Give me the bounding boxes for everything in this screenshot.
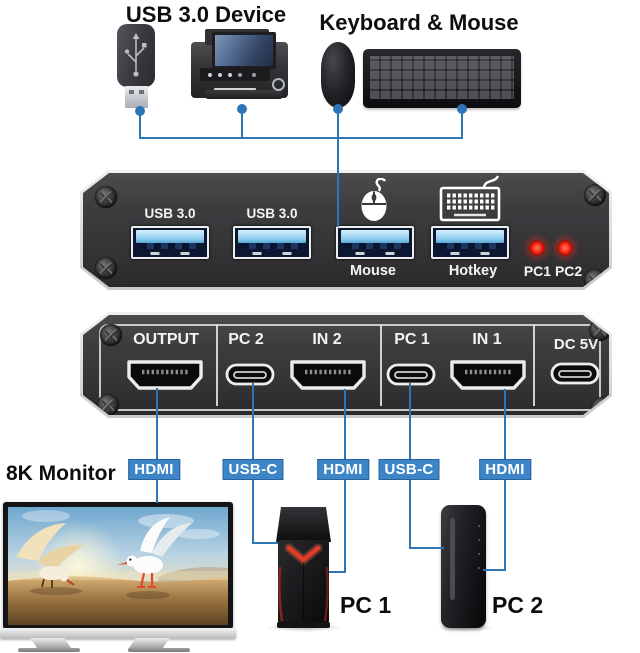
- mouse-device: [321, 42, 355, 108]
- pc2-front-slot: [450, 518, 455, 600]
- mouse-port-label: Mouse: [350, 263, 396, 279]
- cable-line-keyboard: [461, 109, 463, 139]
- cable-line-mouse: [337, 109, 339, 139]
- kvm-back-panel: OUTPUT PC 2 IN 2 PC 1 IN 1 DC 5V: [80, 312, 612, 418]
- pc2-port-label: PC 2: [228, 331, 264, 348]
- kvm-back-face: OUTPUT PC 2 IN 2 PC 1 IN 1 DC 5V: [83, 315, 609, 415]
- cable-line-monitor-hdmi: [156, 388, 158, 503]
- screw: [584, 184, 606, 206]
- pc2-tower: [441, 505, 486, 628]
- printer-screen: [212, 32, 276, 69]
- cable-label-usbc-right: USB-C: [378, 459, 440, 480]
- monitor-heading: 8K Monitor: [6, 462, 116, 485]
- screw: [95, 186, 117, 208]
- in1-label: IN 1: [472, 331, 502, 348]
- printer-logo-badge: [272, 78, 285, 91]
- cable-line-printer: [241, 109, 243, 139]
- cable-label-hdmi-right: HDMI: [479, 459, 531, 480]
- monitor: [3, 502, 233, 629]
- gull-right: [117, 517, 192, 588]
- mouse-usb-port[interactable]: [336, 226, 414, 259]
- cable-label-hdmi-left: HDMI: [317, 459, 369, 480]
- cable-elbow-left-usbc: [252, 542, 278, 544]
- screw: [591, 397, 613, 419]
- pc1-tower: [276, 507, 331, 628]
- usb-port2-label: USB 3.0: [246, 206, 298, 221]
- pc1-led-indicator: [529, 240, 545, 256]
- cable-elbow-right-hdmi: [483, 569, 506, 571]
- power-label: DC 5V: [553, 336, 599, 353]
- section-divider: [216, 325, 218, 406]
- screw: [95, 257, 117, 279]
- cable-drop-to-switch: [337, 139, 339, 227]
- keyboard-keys: [370, 56, 514, 99]
- keyboard-mouse-heading: Keyboard & Mouse: [319, 10, 519, 35]
- cable-label-usbc-left: USB-C: [222, 459, 284, 480]
- screw: [97, 394, 119, 416]
- usb-flash-drive: [117, 24, 155, 87]
- usb-port1-label: USB 3.0: [144, 206, 196, 221]
- usbc-pc1-port[interactable]: [386, 363, 436, 386]
- pc2-side-buttons: [478, 525, 480, 527]
- pc2-led-indicator: [557, 240, 573, 256]
- keyboard-device: [363, 49, 521, 108]
- led-indicator-label: PC1 PC2: [523, 263, 583, 279]
- seagulls-wallpaper: [8, 507, 228, 625]
- gull-left: [16, 523, 84, 588]
- usbc-power-port[interactable]: [550, 362, 600, 385]
- screw: [584, 269, 606, 291]
- kvm-front-panel: USB 3.0 USB 3.0: [80, 170, 612, 290]
- section-divider: [380, 325, 382, 406]
- usb-trident-icon: [124, 33, 147, 77]
- output-label: OUTPUT: [133, 331, 199, 348]
- hotkey-usb-port[interactable]: [431, 226, 509, 259]
- kvm-front-face: USB 3.0 USB 3.0: [83, 173, 609, 287]
- cable-line-usb: [139, 111, 141, 139]
- pc2-heading: PC 2: [492, 592, 544, 618]
- monitor-foot-left-base: [18, 648, 80, 652]
- in2-label: IN 2: [312, 331, 342, 348]
- hotkey-port-label: Hotkey: [448, 263, 498, 279]
- printer-control-panel: [200, 68, 270, 81]
- usb3-port-1[interactable]: [131, 226, 209, 259]
- section-divider: [533, 325, 535, 406]
- keyboard-icon: [438, 174, 504, 224]
- back-panel-frame: [99, 324, 601, 411]
- screw: [100, 324, 122, 346]
- hdmi-in1-port[interactable]: [448, 359, 528, 391]
- monitor-foot-right-base: [128, 648, 190, 652]
- pc1-port-label: PC 1: [394, 331, 430, 348]
- cable-line-right-hdmi: [504, 389, 506, 571]
- usbc-pc2-port[interactable]: [225, 363, 275, 386]
- usb-device-heading: USB 3.0 Device: [125, 2, 287, 27]
- cable-elbow-right-usbc: [409, 547, 444, 549]
- cable-bus-line: [139, 137, 463, 139]
- cable-line-left-hdmi: [344, 389, 346, 573]
- usb3-port-2[interactable]: [233, 226, 311, 259]
- monitor-screen: [8, 507, 228, 625]
- monitor-base-strip: [0, 628, 236, 639]
- hdmi-output-port[interactable]: [125, 359, 205, 391]
- pc1-heading: PC 1: [340, 592, 392, 618]
- mouse-icon: [357, 178, 395, 222]
- printer-tray: [206, 90, 282, 99]
- cable-label-hdmi-monitor: HDMI: [128, 459, 180, 480]
- usb-connector-metal: [125, 86, 148, 108]
- hdmi-in2-port[interactable]: [288, 359, 368, 391]
- cable-elbow-left-hdmi: [329, 571, 346, 573]
